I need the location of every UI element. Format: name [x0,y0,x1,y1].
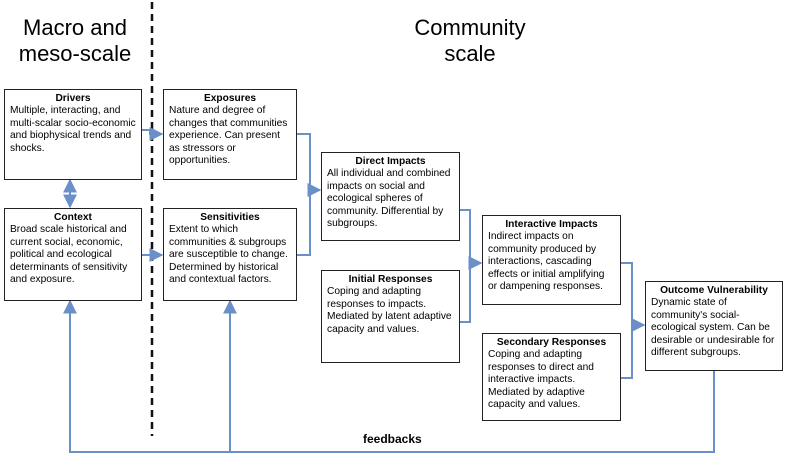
box-initial-responses-body: Coping and adapting responses to impacts… [327,286,452,335]
box-outcome-vulnerability-title: Outcome Vulnerability [660,285,768,296]
box-sensitivities-body: Extent to which communities & subgroups … [169,224,288,286]
box-outcome-vulnerability: Outcome Vulnerability Dynamic state of c… [645,281,783,371]
heading-community-line-1: Community [414,15,526,40]
heading-macro-line-2: meso-scale [18,41,132,66]
box-context-body: Broad scale historical and current socia… [10,224,128,286]
box-drivers: Drivers Multiple, interacting, and multi… [4,89,142,180]
feedbacks-label: feedbacks [363,432,422,446]
box-initial-responses-title: Initial Responses [348,274,433,285]
box-interactive-impacts: Interactive Impacts Indirect impacts on … [482,215,621,305]
heading-macro-meso-scale: Macro and meso-scale [4,15,146,67]
box-secondary-responses: Secondary Responses Coping and adapting … [482,333,621,421]
box-context: Context Broad scale historical and curre… [4,208,142,301]
box-direct-impacts-body: All individual and combined impacts on s… [327,168,451,230]
arrow-interactive-secondary-to-outcome [621,262,633,379]
feedback-loop-line [63,299,715,453]
box-secondary-responses-title: Secondary Responses [496,337,607,348]
box-sensitivities-title: Sensitivities [200,212,260,223]
box-interactive-impacts-body: Indirect impacts on community produced b… [488,231,605,293]
box-exposures-body: Nature and degree of changes that commun… [169,105,288,167]
arrow-exposures-sensitivities-to-direct [297,133,311,256]
box-direct-impacts-title: Direct Impacts [355,156,426,167]
heading-community-line-2: scale [444,41,496,66]
arrow-direct-initial-to-interactive [460,209,471,323]
box-secondary-responses-body: Coping and adapting responses to direct … [488,349,594,411]
box-interactive-impacts-title: Interactive Impacts [505,219,598,230]
box-exposures-title: Exposures [203,93,257,104]
box-drivers-title: Drivers [55,93,91,104]
heading-community-scale: Community scale [380,15,560,67]
box-drivers-body: Multiple, interacting, and multi-scalar … [10,105,136,154]
box-initial-responses: Initial Responses Coping and adapting re… [321,270,460,363]
box-outcome-vulnerability-body: Dynamic state of community's social-ecol… [651,297,775,359]
box-sensitivities: Sensitivities Extent to which communitie… [163,208,297,301]
heading-macro-line-1: Macro and [23,15,127,40]
box-exposures: Exposures Nature and degree of changes t… [163,89,297,180]
box-context-title: Context [54,212,92,223]
arrow-drivers-exposures [142,127,164,141]
box-direct-impacts: Direct Impacts All individual and combin… [321,152,460,241]
